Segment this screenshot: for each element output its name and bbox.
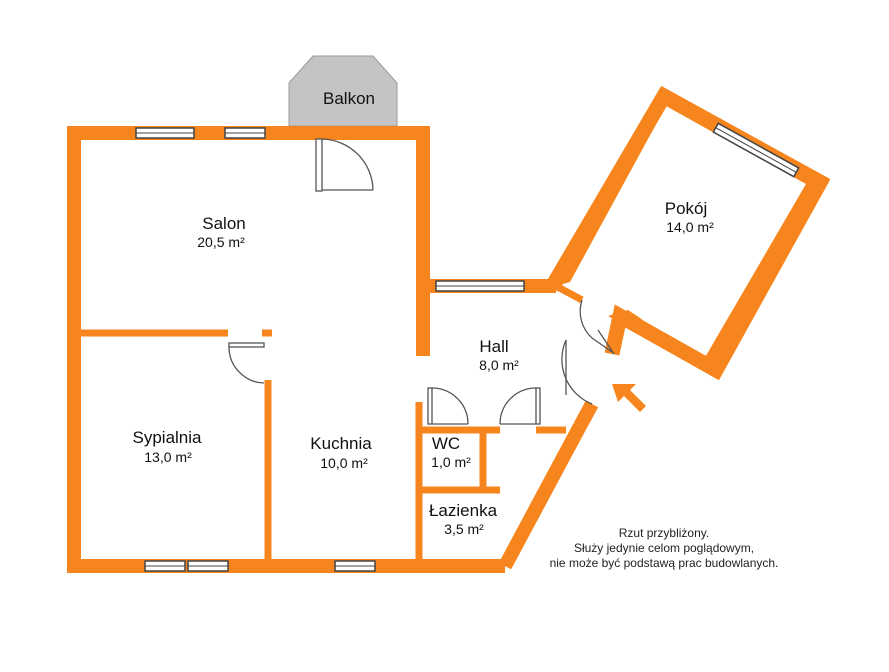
room-name-hall: Hall [479,337,508,356]
room-area-pokoj: 14,0 m² [666,219,714,235]
room-area-lazienka: 3,5 m² [444,521,484,537]
disclaimer-line-3: nie może być podstawą prac budowlanych. [550,556,779,570]
door-entrance [561,339,593,405]
room-name-balkon: Balkon [323,89,375,108]
door-wc [427,387,469,425]
room-name-salon: Salon [202,214,245,233]
room-area-sypialnia: 13,0 m² [144,449,192,465]
pokoj-wall-line [545,85,831,381]
room-name-sypialnia: Sypialnia [133,428,203,447]
disclaimer: Rzut przybliżony. Służy jedynie celom po… [550,526,779,570]
room-name-lazienka: Łazienka [429,501,498,520]
door-lazienka [499,387,541,425]
room-area-salon: 20,5 m² [197,234,245,250]
room-area-kuchnia: 10,0 m² [320,455,368,471]
room-area-hall: 8,0 m² [479,357,519,373]
windows [135,122,800,572]
room-name-pokoj: Pokój [665,199,708,218]
room-name-wc: WC [432,434,460,453]
disclaimer-line-1: Rzut przybliżony. [619,526,709,540]
door-sypialnia [228,342,265,384]
entrance-arrow-icon [612,384,646,412]
outer-walls [67,126,599,573]
door-balcony [315,138,374,192]
room-area-wc: 1,0 m² [431,454,471,470]
room-name-kuchnia: Kuchnia [310,434,372,453]
interior-walls [74,282,584,566]
disclaimer-line-2: Służy jedynie celom poglądowym, [574,541,754,555]
door-pokoj [579,299,615,355]
doors [228,138,615,425]
